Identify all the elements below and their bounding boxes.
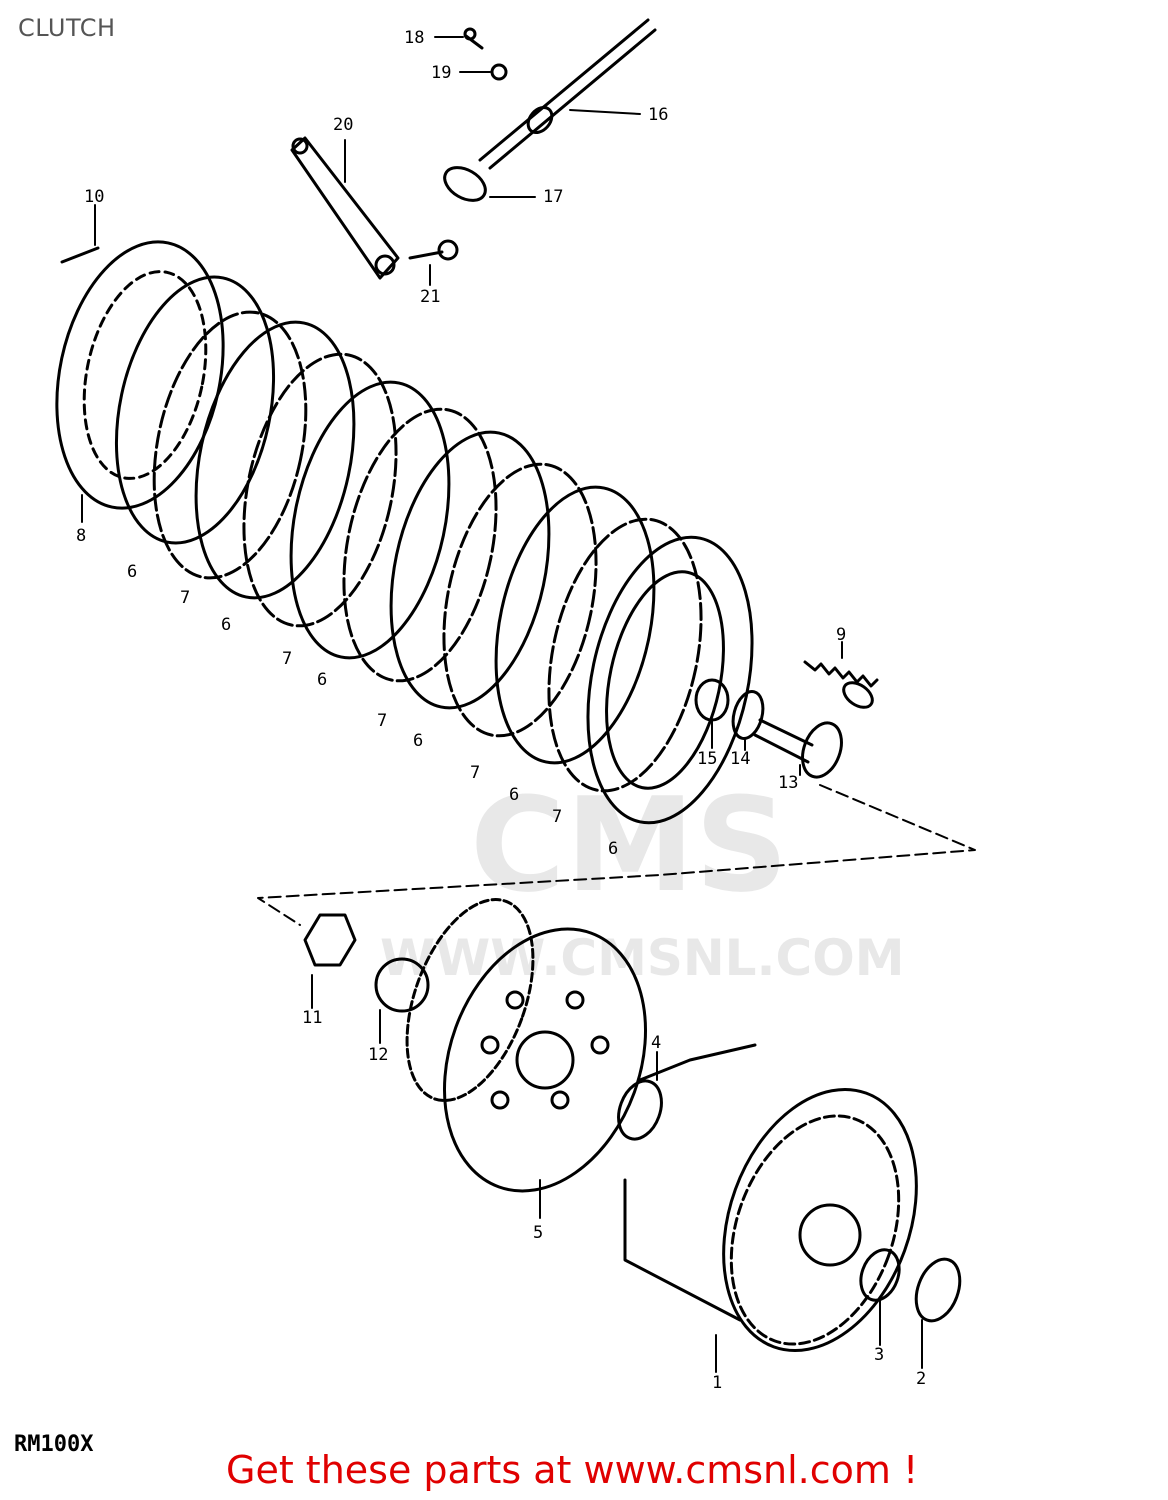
cmsnl-link[interactable]: Get these parts at www.cmsnl.com ! <box>226 1448 919 1492</box>
release-arm-bolt <box>408 239 459 261</box>
cmsnl-watermark: CMS WWW.CMSNL.COM <box>380 769 905 987</box>
model-code: RM100X <box>14 1432 94 1457</box>
callout-13: 13 <box>778 773 798 793</box>
callout-7: 7 <box>180 588 190 608</box>
callout-8: 8 <box>76 526 86 546</box>
diagram-title: CLUTCH <box>18 14 116 42</box>
callout-12: 12 <box>368 1045 388 1065</box>
pin-part <box>60 246 100 264</box>
oil-seal <box>443 166 487 202</box>
callout-5: 5 <box>533 1223 543 1243</box>
callout-6b: 6 <box>221 615 231 635</box>
callout-3: 3 <box>874 1345 884 1365</box>
callout-4: 4 <box>651 1033 661 1053</box>
callout-6f: 6 <box>608 839 618 859</box>
callout-6d: 6 <box>413 731 423 751</box>
clutch-sleeve-hub <box>405 898 648 1193</box>
callout-14: 14 <box>730 749 750 769</box>
callout-10: 10 <box>84 187 104 207</box>
watermark-url: WWW.CMSNL.COM <box>380 929 905 987</box>
callout-21: 21 <box>420 287 440 307</box>
callout-19: 19 <box>431 63 451 83</box>
callout-18: 18 <box>404 28 424 48</box>
screw-part <box>463 27 484 50</box>
washer-part <box>490 63 508 81</box>
callout-9: 9 <box>836 625 846 645</box>
callout-6e: 6 <box>509 785 519 805</box>
release-bearing <box>731 690 765 740</box>
clutch-plate-stack <box>114 275 754 825</box>
callout-1: 1 <box>712 1373 722 1393</box>
callout-labels: 1 2 3 4 5 6 6 6 6 6 6 7 7 7 7 7 8 9 10 1… <box>76 28 926 1393</box>
assembly-guide-line <box>257 784 976 926</box>
callout-11: 11 <box>302 1008 322 1028</box>
clutch-nut <box>303 913 357 967</box>
watermark-brand: CMS <box>470 769 788 921</box>
callout-7b: 7 <box>282 649 292 669</box>
callout-17: 17 <box>543 187 563 207</box>
pressure-plate <box>55 240 225 510</box>
release-arm <box>290 136 400 280</box>
leader-lines <box>81 36 923 1373</box>
callout-7d: 7 <box>470 763 480 783</box>
spacer-part <box>859 1248 901 1302</box>
callout-15: 15 <box>697 749 717 769</box>
housing-washer <box>914 1257 962 1323</box>
callout-16: 16 <box>648 105 668 125</box>
callout-7e: 7 <box>552 807 562 827</box>
clutch-housing <box>623 1043 918 1353</box>
callout-2: 2 <box>916 1369 926 1389</box>
callout-6c: 6 <box>317 670 327 690</box>
clutch-spring <box>803 660 879 709</box>
callout-6: 6 <box>127 562 137 582</box>
push-rod <box>478 18 657 170</box>
callout-20: 20 <box>333 115 353 135</box>
hub-thrust-washer <box>617 1079 663 1141</box>
callout-7c: 7 <box>377 711 387 731</box>
release-rod <box>753 718 843 779</box>
lock-washer <box>374 957 430 1013</box>
